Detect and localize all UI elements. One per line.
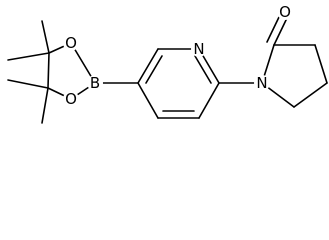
bond-methyl-2 [7,52,50,61]
bond-Cb-Cc [293,82,328,108]
atom-N-pyridine-label: N [193,40,204,58]
bond-Cq1-Cq2 [47,52,50,89]
bond-C5-C4 [137,48,159,84]
bond-carbonyl-2 [266,14,281,43]
pinacol-boronate-group [7,20,96,124]
pyrrolidinone-ring [261,14,328,108]
pyridine-ring [137,48,220,119]
bond-C2-C3 [198,82,220,119]
atom-O2-label: O [65,90,77,108]
atom-N-lactam-label: N [256,74,267,92]
atom-O-carbonyl-label: O [279,3,291,21]
atom-O1-label: O [65,34,77,52]
bond-carbonyl-1 [273,17,288,46]
bond-methyl-4 [41,87,49,124]
bond-methyl-3 [7,79,49,89]
atom-B-label: B [90,74,100,92]
atom-labels: O O B N N O [63,3,293,108]
bond-C5-C4-inner [145,55,163,84]
bond-methyl-1 [41,20,50,54]
bond-C6-C5 [137,82,159,119]
bond-Ca-Cb [314,44,328,84]
chemical-structure-diagram: O O B N N O [7,3,328,124]
bond-N1-C2-inner [194,55,212,84]
